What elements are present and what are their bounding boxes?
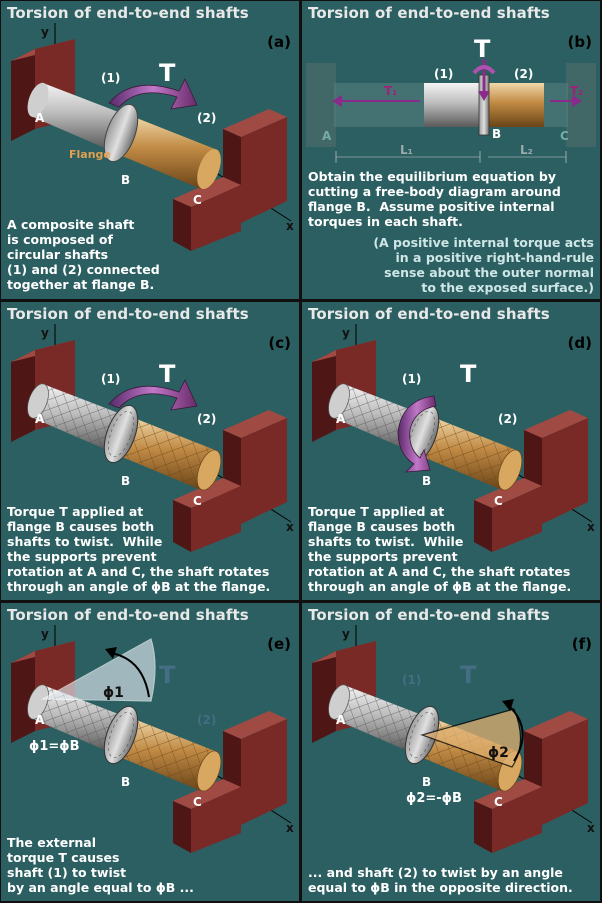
panel-f-caption: ... and shaft (2) to twist by an angle e…	[308, 865, 573, 895]
support-c-label: C	[193, 193, 202, 207]
panel-a-caption: A composite shaft is composed of circula…	[7, 217, 160, 292]
flange-b-label: B	[422, 474, 432, 488]
length-1-label: L₁	[400, 143, 413, 157]
panel-title: Torsion of end-to-end shafts	[308, 606, 550, 624]
panel-f: Torsion of end-to-end shafts (f) y x A B…	[302, 603, 600, 901]
shaft-1-label: (1)	[434, 67, 454, 81]
y-axis-label: y	[41, 326, 49, 340]
internal-torque-1-label: T₁	[384, 84, 398, 98]
panel-f-illustration	[311, 624, 593, 854]
panel-c-illustration	[10, 323, 292, 553]
torque-label: T	[159, 59, 176, 87]
panel-d: Torsion of end-to-end shafts (d) y x A B…	[302, 302, 600, 600]
torque-label: T	[474, 35, 491, 63]
panel-title: Torsion of end-to-end shafts	[308, 305, 550, 323]
panel-c-caption: Torque T applied at flange B causes both…	[7, 504, 271, 594]
length-2-label: L₂	[520, 143, 533, 157]
panel-title: Torsion of end-to-end shafts	[7, 4, 249, 22]
panel-letter: (b)	[567, 33, 592, 51]
torque-label: T	[159, 360, 176, 388]
panel-e: Torsion of end-to-end shafts (e) y x A B…	[1, 603, 299, 901]
support-c-label: C	[494, 795, 503, 809]
x-axis-label: x	[286, 520, 294, 534]
panel-letter: (a)	[267, 33, 291, 51]
flange-b-label: B	[121, 474, 131, 488]
twist-angle-label: ϕ1	[103, 685, 124, 701]
twist-angle-label: ϕ2	[488, 745, 509, 761]
support-a-label: A	[35, 111, 45, 125]
support-a-label: A	[336, 713, 346, 727]
x-axis-label: x	[286, 821, 294, 835]
panel-letter: (f)	[571, 635, 592, 653]
support-c-label: C	[560, 129, 569, 143]
x-axis-label: x	[286, 219, 294, 233]
flange-b-label: B	[492, 127, 502, 141]
shaft-1-label: (1)	[101, 372, 121, 386]
panel-e-caption: The external torque T causes shaft (1) t…	[7, 835, 194, 895]
panel-title: Torsion of end-to-end shafts	[308, 4, 550, 22]
internal-torque-2-label: T₂	[570, 84, 584, 98]
panel-b: Torsion of end-to-end shafts (b) T T₁ T₂…	[302, 1, 600, 299]
flange-b-label: B	[121, 775, 131, 789]
y-axis-label: y	[41, 25, 49, 39]
y-axis-label: y	[342, 627, 350, 641]
support-c-label: C	[193, 795, 202, 809]
panel-a-illustration	[10, 22, 292, 252]
x-axis-label: x	[587, 520, 595, 534]
panel-b-illustration	[306, 59, 596, 163]
panel-title: Torsion of end-to-end shafts	[7, 305, 249, 323]
flange-b-label: B	[121, 173, 131, 187]
shaft-1-label: (1)	[101, 71, 121, 85]
support-c-label: C	[193, 494, 202, 508]
y-axis-label: y	[342, 326, 350, 340]
shaft-2-label: (2)	[197, 111, 217, 125]
panel-b-caption: Obtain the equilibrium equation by cutti…	[308, 169, 561, 229]
panel-title: Torsion of end-to-end shafts	[7, 606, 249, 624]
shaft-2-label: (2)	[514, 67, 534, 81]
panel-a: Torsion of end-to-end shafts (a) y x A B…	[1, 1, 299, 299]
torque-label: T	[159, 661, 176, 689]
support-a-label: A	[35, 412, 45, 426]
flange-label: Flange	[69, 148, 111, 161]
support-a-label: A	[35, 713, 45, 727]
x-axis-label: x	[587, 821, 595, 835]
support-a-label: A	[336, 412, 346, 426]
angle-equation: ϕ2=-ϕB	[406, 791, 462, 806]
torque-label: T	[460, 661, 477, 689]
panel-letter: (c)	[268, 334, 291, 352]
panel-d-illustration	[311, 323, 593, 553]
panel-b-note: (A positive internal torque acts in a po…	[373, 235, 594, 295]
panel-letter: (d)	[567, 334, 592, 352]
panel-letter: (e)	[267, 635, 291, 653]
flange-b-label: B	[422, 775, 432, 789]
angle-equation: ϕ1=ϕB	[29, 739, 80, 754]
shaft-2-label: (2)	[197, 713, 217, 727]
panel-c: Torsion of end-to-end shafts (c) y x A B…	[1, 302, 299, 600]
shaft-2-label: (2)	[197, 412, 217, 426]
panel-d-caption: Torque T applied at flange B causes both…	[308, 504, 572, 594]
shaft-1-label: (1)	[402, 372, 422, 386]
shaft-1-label: (1)	[402, 673, 422, 687]
support-a-label: A	[322, 129, 332, 143]
support-c-label: C	[494, 494, 503, 508]
torque-label: T	[460, 360, 477, 388]
y-axis-label: y	[41, 627, 49, 641]
panel-e-illustration	[10, 624, 292, 854]
shaft-2-label: (2)	[498, 412, 518, 426]
